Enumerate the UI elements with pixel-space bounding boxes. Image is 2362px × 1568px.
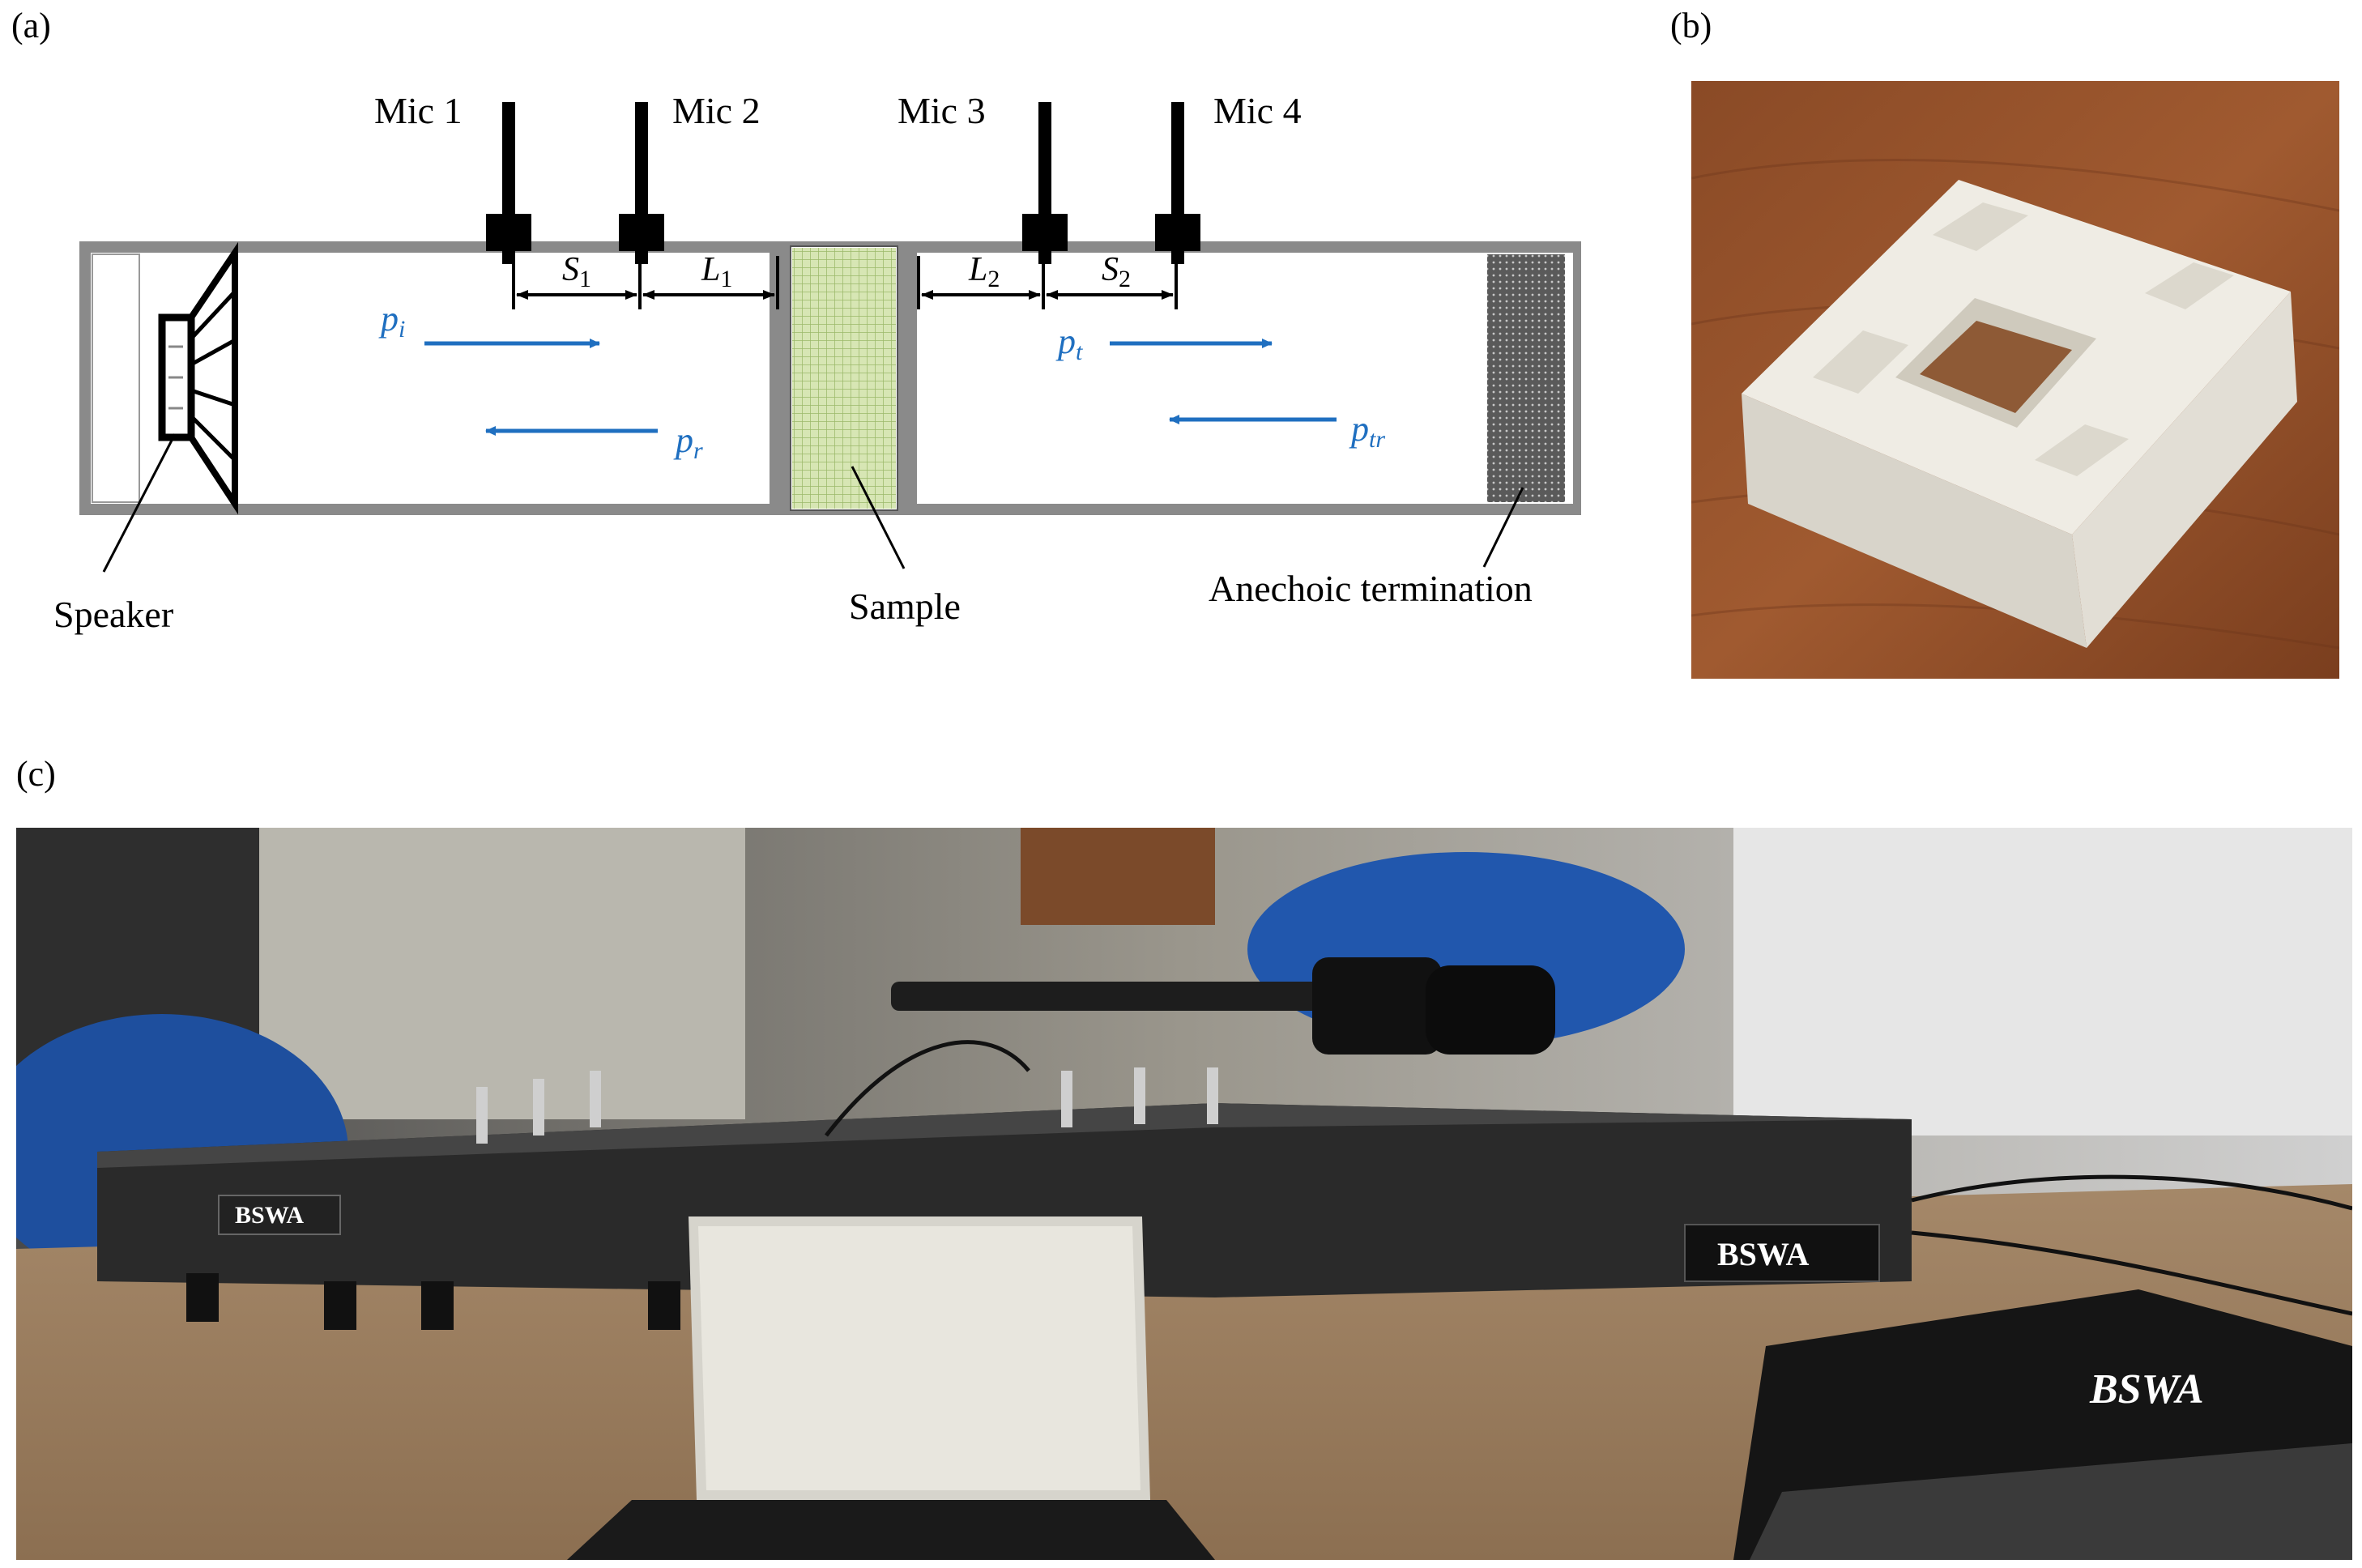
mic-1-icon xyxy=(486,102,531,264)
l2-label: L2 xyxy=(968,251,1000,292)
impedance-tube-diagram: Mic 1 Mic 2 Mic 3 Mic 4 S1 L1 L2 S2 pi p… xyxy=(53,90,1581,635)
bswa-logo-box: BSWA xyxy=(2089,1366,2204,1412)
mic-3-label: Mic 3 xyxy=(897,90,986,131)
anechoic-termination-label: Anechoic termination xyxy=(1209,568,1533,609)
mic-2-label: Mic 2 xyxy=(672,90,761,131)
mic-4-icon xyxy=(1155,102,1200,264)
s1-label: S1 xyxy=(562,251,591,292)
mic-1-label: Mic 1 xyxy=(374,90,463,131)
panel-label-c: (c) xyxy=(16,754,56,794)
speaker xyxy=(92,241,238,515)
mic-2-icon xyxy=(619,102,664,264)
sample-photo xyxy=(1691,81,2339,679)
anechoic-termination xyxy=(1487,254,1565,502)
l1-label: L1 xyxy=(701,251,732,292)
sample-holder xyxy=(776,241,910,515)
mic-3-icon xyxy=(1022,102,1068,264)
pt-label: pt xyxy=(1055,322,1083,365)
wave-arrows xyxy=(424,339,1337,436)
speaker-label: Speaker xyxy=(53,594,173,635)
right-tube xyxy=(906,241,1581,515)
sample xyxy=(792,248,896,509)
panel-label-a: (a) xyxy=(11,6,51,45)
pr-label: pr xyxy=(673,420,703,464)
s2-label: S2 xyxy=(1102,251,1131,292)
panel-label-b: (b) xyxy=(1670,6,1712,45)
dimension-lines xyxy=(512,256,1178,309)
pi-label: pi xyxy=(378,299,405,343)
microphones xyxy=(486,102,1200,264)
setup-photo: BSWA BSWA BSWA xyxy=(16,828,2352,1560)
leader-lines xyxy=(102,433,1524,573)
bswa-logo-small: BSWA xyxy=(235,1202,304,1229)
bswa-logo-tube: BSWA xyxy=(1717,1236,1809,1272)
mic-4-label: Mic 4 xyxy=(1213,90,1302,131)
sample-label: Sample xyxy=(849,586,961,627)
ptr-label: ptr xyxy=(1349,409,1385,453)
